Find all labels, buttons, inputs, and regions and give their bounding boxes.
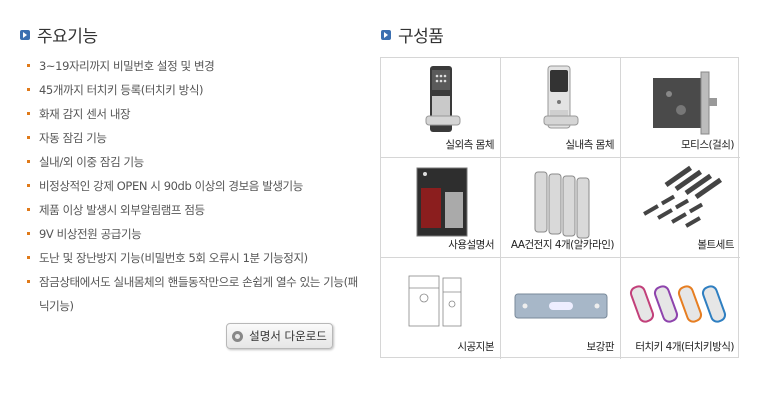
section-bullet-icon <box>20 29 30 40</box>
part-label: 터치키 4개(터치키방식) <box>635 341 734 353</box>
template-icon <box>408 275 462 327</box>
part-cell: 시공지본 <box>381 258 501 359</box>
section-bullet-icon <box>381 29 391 40</box>
part-label: 실외측 몸체 <box>445 139 494 151</box>
part-cell: AA건전지 4개(알카라인) <box>501 158 621 258</box>
feature-item: 화재 감지 센서 내장 <box>27 102 367 126</box>
manual-download-button[interactable]: 설명서 다운로드 <box>226 323 333 349</box>
feature-item: 실내/외 이중 잠김 기능 <box>27 150 367 174</box>
feature-item: 제품 이상 발생시 외부알림램프 점등 <box>27 198 367 222</box>
reinforcement-plate-icon <box>514 293 608 319</box>
feature-item: 자동 잠김 기능 <box>27 126 367 150</box>
touch-key-icon <box>629 285 727 323</box>
part-cell: 터치키 4개(터치키방식) <box>621 258 740 359</box>
features-list: 3~19자리까지 비밀번호 설정 및 변경 45개까지 터치키 등록(터치키 방… <box>27 54 367 318</box>
part-label: 사용설명서 <box>448 239 494 251</box>
outdoor-body-icon <box>425 66 461 132</box>
indoor-body-icon <box>543 65 579 129</box>
manual-icon <box>416 167 468 237</box>
feature-item: 45개까지 터치키 등록(터치키 방식) <box>27 78 367 102</box>
download-icon <box>232 330 244 342</box>
feature-item: 도난 및 장난방지 기능(비밀번호 5회 오류시 1분 기능정지) <box>27 246 367 270</box>
part-cell: 실외측 몸체 <box>381 58 501 158</box>
part-label: 보강판 <box>586 341 615 353</box>
parts-grid: 실외측 몸체 실내측 몸체 모티스(걸쇠) 사용설명서 <box>380 57 740 359</box>
feature-item: 잠금상태에서도 실내몸체의 핸들동작만으로 손쉽게 열수 있는 기능(패닉기능) <box>27 270 367 318</box>
parts-title: 구성품 <box>398 27 444 47</box>
feature-item: 3~19자리까지 비밀번호 설정 및 변경 <box>27 54 367 78</box>
parts-header: 구성품 <box>381 22 444 47</box>
mortise-icon <box>653 71 717 135</box>
part-label: 볼트세트 <box>697 239 734 251</box>
part-cell: 볼트세트 <box>621 158 740 258</box>
part-label: AA건전지 4개(알카라인) <box>510 239 615 251</box>
part-cell: 사용설명서 <box>381 158 501 258</box>
part-label: 실내측 몸체 <box>565 139 614 151</box>
part-label: 모티스(걸쇠) <box>681 139 735 151</box>
battery-icon <box>534 171 590 239</box>
part-cell: 보강판 <box>501 258 621 359</box>
features-header: 주요기능 <box>20 22 98 47</box>
feature-item: 9V 비상전원 공급기능 <box>27 222 367 246</box>
part-cell: 실내측 몸체 <box>501 58 621 158</box>
features-title: 주요기능 <box>37 27 98 47</box>
part-label: 시공지본 <box>457 341 494 353</box>
download-label: 설명서 다운로드 <box>249 329 327 343</box>
part-cell: 모티스(걸쇠) <box>621 58 740 158</box>
feature-item: 비정상적인 강제 OPEN 시 90db 이상의 경보음 발생기능 <box>27 174 367 198</box>
bolt-set-icon <box>643 165 723 228</box>
